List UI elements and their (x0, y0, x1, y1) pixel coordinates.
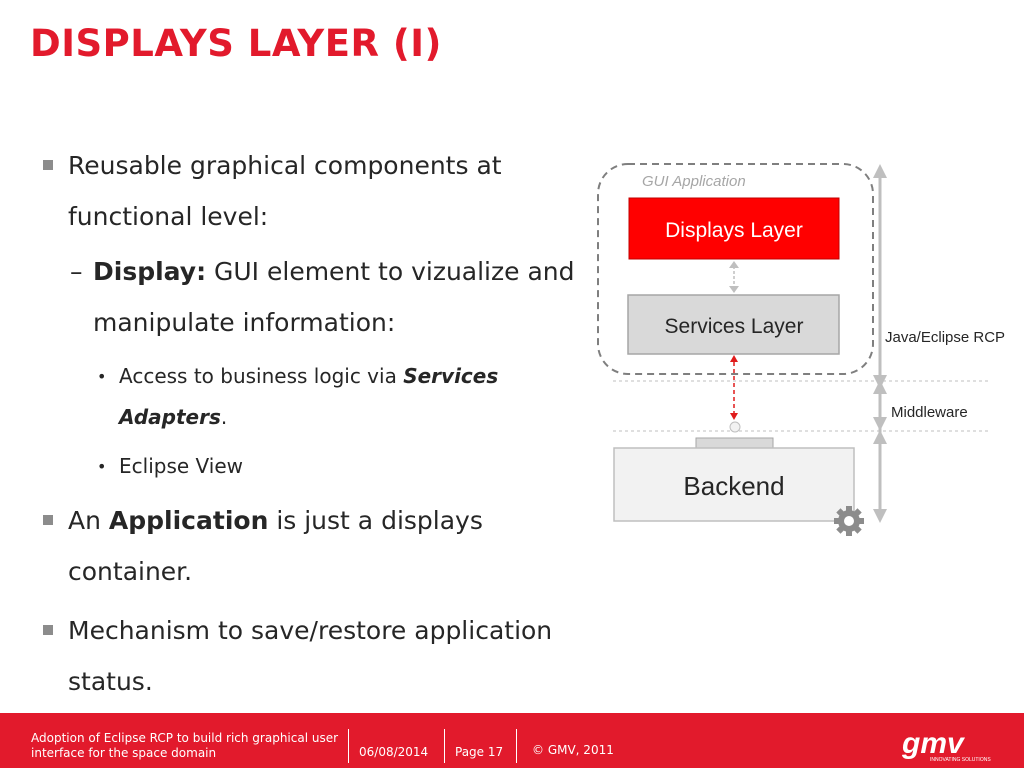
svg-text:INNOVATING SOLUTIONS: INNOVATING SOLUTIONS (930, 757, 991, 763)
displays-layer-box (628, 197, 840, 260)
services-layer-box (627, 294, 840, 355)
gui-application-container (597, 163, 874, 375)
term-application: Application (108, 506, 269, 535)
arrow-down-icon (729, 286, 739, 293)
term-services-adapters: Services Adapters (119, 364, 499, 429)
scope-arrow-up-icon (873, 164, 887, 178)
gear-icon (834, 506, 864, 536)
footer-date: 06/08/2014 (359, 745, 429, 759)
gmv-logo: gmv INNOVATING SOLUTIONS (902, 729, 991, 763)
dash-bullet-icon: – (70, 257, 83, 286)
gui-application-label: GUI Application (642, 173, 746, 190)
scope-arrow-up-icon (873, 380, 887, 394)
backend-label: Backend (683, 471, 784, 501)
sub-sub-text: Eclipse View (119, 454, 243, 478)
connector-socket-icon (729, 421, 741, 433)
footer-divider (516, 729, 517, 763)
bullet-item: Mechanism to save/restore application st… (40, 605, 600, 707)
square-bullet-icon (43, 515, 53, 525)
scope-arrow-up-icon (873, 430, 887, 444)
square-bullet-icon (43, 625, 53, 635)
term-display: Display: (93, 257, 207, 286)
slide-content: Reusable graphical components at functio… (40, 140, 600, 707)
scope-arrow-down-icon (873, 417, 887, 431)
dot-bullet-icon: • (97, 367, 107, 386)
bullet-text: Reusable graphical components at functio… (68, 151, 502, 231)
footer-copyright: © GMV, 2011 (532, 743, 614, 757)
sub-bullet-text: GUI element to vizualize and manipulate … (93, 257, 575, 337)
footer-divider (444, 729, 445, 763)
red-arrow-down-icon (730, 413, 738, 420)
displays-layer-label: Displays Layer (665, 219, 803, 242)
sub-sub-bullet-item: • Access to business logic via Services … (40, 356, 600, 438)
backend-box (613, 447, 855, 522)
red-arrow-up-icon (730, 355, 738, 362)
bullet-item: Reusable graphical components at functio… (40, 140, 600, 242)
slide-title: DISPLAYS LAYER (I) (30, 22, 442, 65)
dot-bullet-icon: • (97, 457, 107, 476)
footer-page-number: Page 17 (455, 745, 504, 759)
services-layer-label: Services Layer (665, 315, 804, 338)
java-eclipse-rcp-label: Java/Eclipse RCP (885, 329, 1005, 346)
sub-sub-bullet-item: • Eclipse View (40, 446, 600, 487)
middleware-label: Middleware (891, 404, 968, 421)
footer-divider (348, 729, 349, 763)
scope-arrow-down-icon (873, 509, 887, 523)
footer-description: Adoption of Eclipse RCP to build rich gr… (31, 731, 339, 760)
svg-text:gmv: gmv (902, 729, 966, 760)
square-bullet-icon (43, 160, 53, 170)
bullet-item: An Application is just a displays contai… (40, 495, 600, 597)
sub-bullet-item: – Display: GUI element to vizualize and … (40, 246, 600, 348)
slide-footer: Adoption of Eclipse RCP to build rich gr… (0, 713, 1024, 768)
sub-sub-text: Access to business logic via (119, 364, 404, 388)
arrow-up-icon (729, 261, 739, 268)
bullet-text: Mechanism to save/restore application st… (68, 616, 553, 696)
